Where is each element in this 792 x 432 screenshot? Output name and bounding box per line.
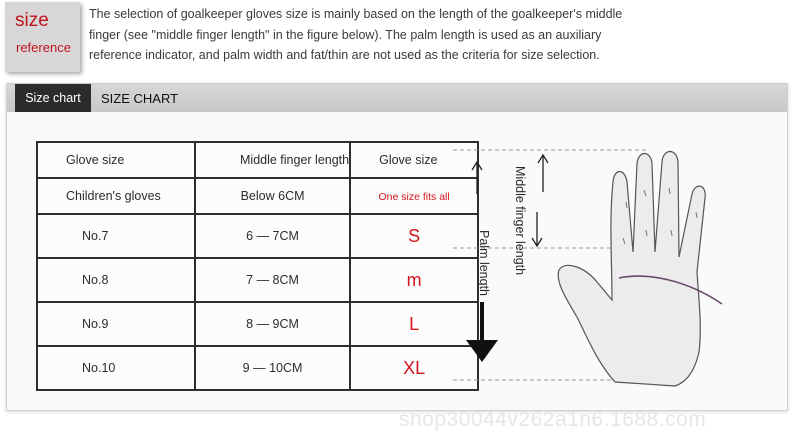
glove-number: No.7 — [36, 213, 196, 259]
range-unit: CM — [279, 273, 299, 287]
header-glove-size-2: Glove size — [349, 141, 480, 179]
glove-number: No.8 — [36, 257, 196, 303]
table-header-row: Glove size Middle finger length Glove si… — [36, 141, 480, 179]
palm-length-label: Palm length — [477, 230, 491, 297]
size-reference-badge: size reference — [5, 2, 80, 72]
table-row: No.9 8 — 9CM L — [36, 301, 480, 347]
header-glove-size: Glove size — [36, 141, 196, 179]
glove-number: No.10 — [36, 345, 196, 391]
intro-line-3: reference indicator, and palm width and … — [89, 48, 600, 62]
intro-line-1: The selection of goalkeeper gloves size … — [89, 7, 623, 21]
middle-finger-length-label: Middle finger length — [513, 166, 527, 276]
shop-watermark: shop30044v262a1n6.1688.com — [399, 408, 707, 431]
badge-line-2: reference — [16, 40, 71, 55]
intro-line-2: finger (see "middle finger length" in th… — [89, 27, 602, 42]
range-unit: CM — [279, 229, 299, 243]
glove-size-letter: XL — [403, 357, 426, 378]
size-table: Glove size Middle finger length Glove si… — [36, 141, 480, 391]
intro-text: The selection of goalkeeper gloves size … — [89, 4, 649, 66]
table-row: No.7 6 — 7CM S — [36, 213, 480, 259]
panel-body: Glove size Middle finger length Glove si… — [7, 112, 787, 431]
finger-range: 6 — 7 — [246, 229, 280, 243]
glove-size-letter: L — [409, 313, 420, 334]
hand-outline-icon — [453, 149, 723, 387]
finger-range: 7 — 8 — [246, 273, 280, 287]
children-size: One size fits all — [378, 191, 450, 203]
table-row: Children's gloves Below 6CM One size fit… — [36, 177, 480, 215]
finger-range: 8 — 9 — [246, 317, 280, 331]
size-chart-panel: Size chart SIZE CHART Glove size Middle … — [6, 83, 788, 431]
panel-header: Size chart SIZE CHART — [7, 84, 787, 112]
finger-range: 9 — 10 — [242, 361, 283, 375]
glove-size-letter: S — [408, 225, 421, 246]
header-middle-finger-length: Middle finger length — [193, 141, 352, 179]
glove-number: No.9 — [36, 301, 196, 347]
children-gloves-label: Children's gloves — [36, 177, 196, 215]
panel-title: SIZE CHART — [101, 91, 179, 106]
range-unit: CM — [282, 361, 303, 375]
children-range: Below 6CM — [193, 177, 352, 215]
size-chart-tab[interactable]: Size chart — [15, 84, 91, 112]
table-row: No.10 9 — 10CM XL — [36, 345, 480, 391]
table-row: No.8 7 — 8CM m — [36, 257, 480, 303]
glove-size-letter: m — [406, 269, 422, 290]
badge-line-1: size — [15, 10, 49, 31]
range-unit: CM — [279, 317, 299, 331]
hand-diagram: Middle finger length Palm length — [447, 142, 787, 410]
